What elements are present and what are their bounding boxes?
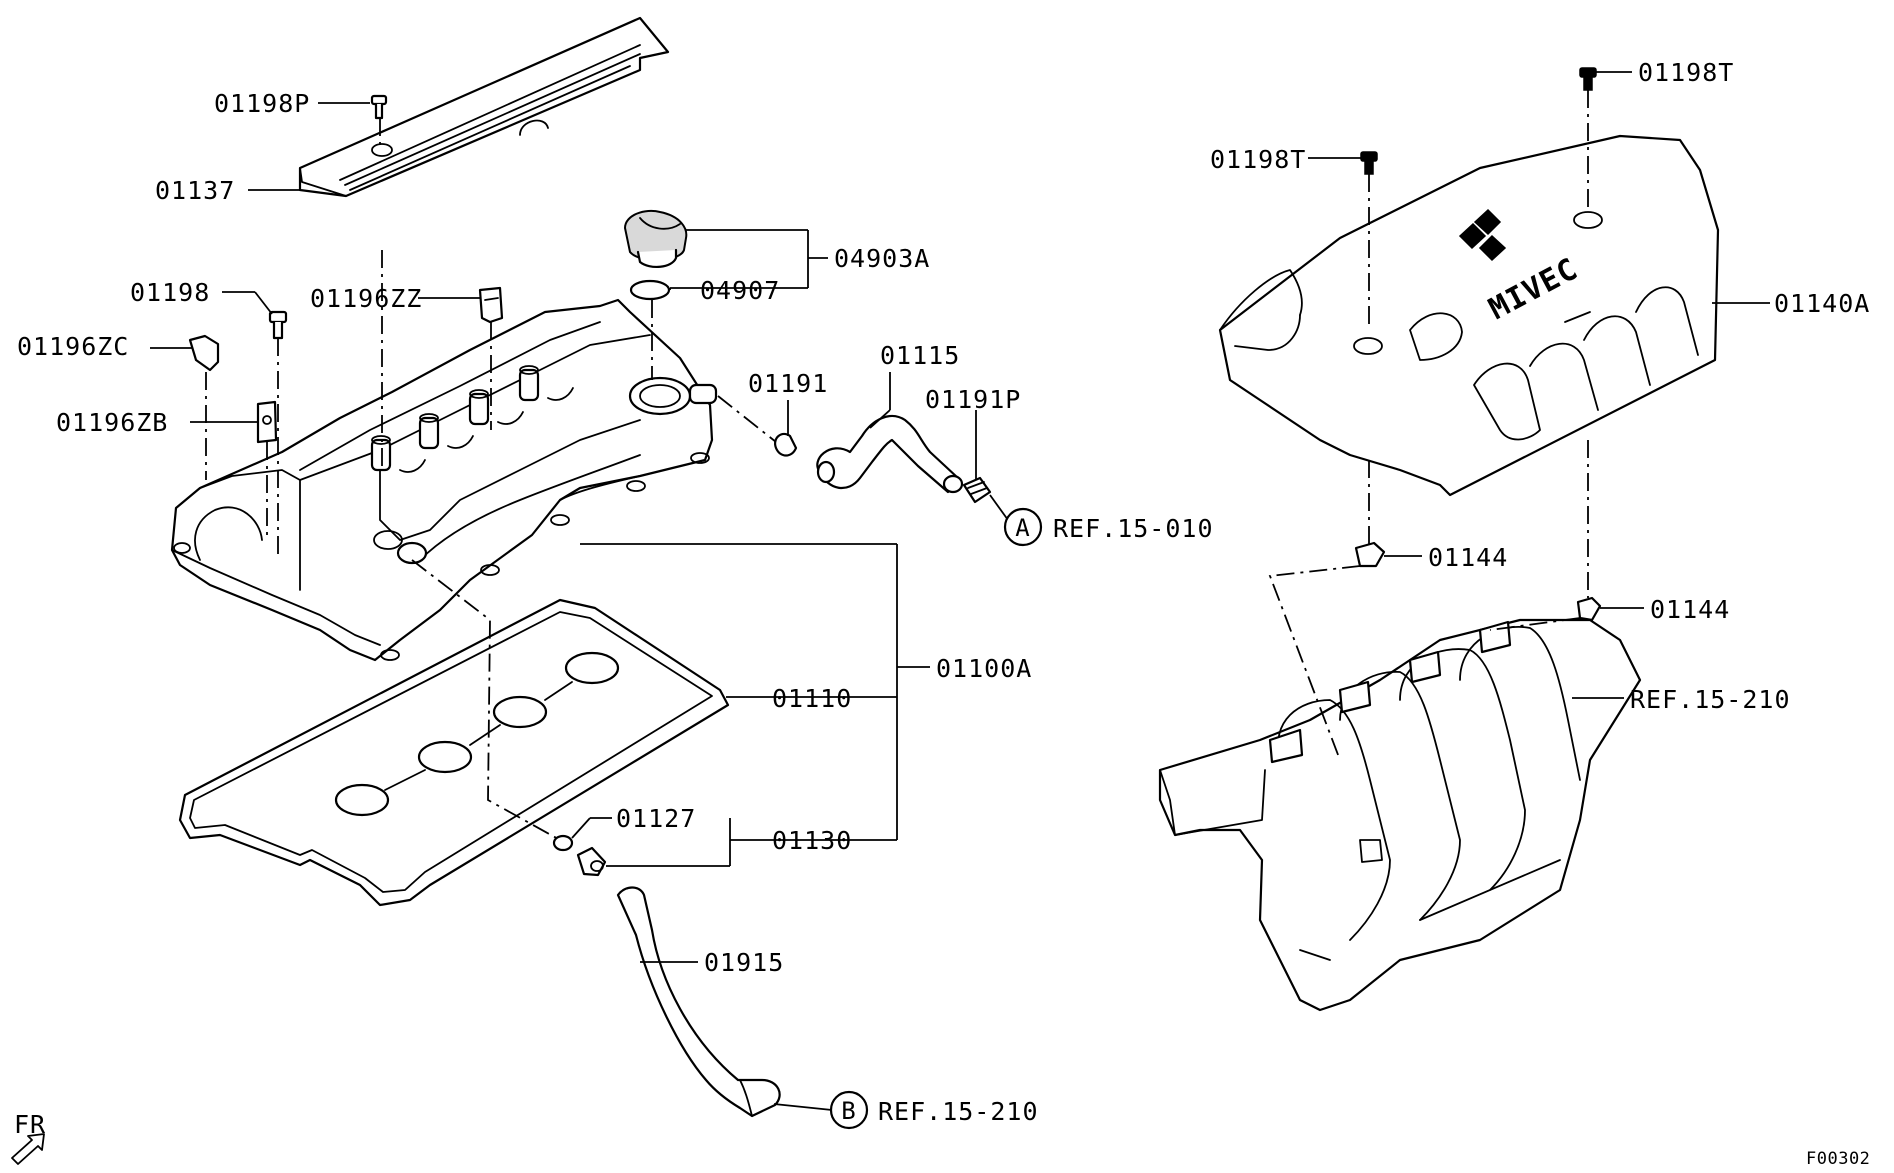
callout-a: A — [1003, 507, 1043, 547]
grommet-01144-lower — [1576, 596, 1602, 622]
label-01196ZC: 01196ZC — [17, 332, 129, 361]
pcv-hose-01115 — [816, 414, 964, 494]
engine-top-cover: MIVEC — [1218, 134, 1720, 497]
clip-01196ZZ — [478, 286, 504, 324]
label-ref-15-210-manifold: REF.15-210 — [1630, 685, 1791, 714]
label-01144-upper: 01144 — [1428, 543, 1508, 572]
valve-cover-gasket — [178, 598, 730, 907]
svg-text:A: A — [1015, 514, 1030, 542]
label-01198T-left: 01198T — [1210, 145, 1306, 174]
bolt-01198P — [370, 94, 388, 120]
valve-cover — [170, 298, 718, 662]
cap-gasket — [629, 279, 671, 301]
intake-manifold — [1158, 618, 1642, 1012]
front-indicator: FR — [11, 1110, 45, 1165]
svg-text:B: B — [841, 1097, 856, 1125]
label-01137: 01137 — [155, 176, 235, 205]
label-01110: 01110 — [772, 684, 852, 713]
label-01115: 01115 — [880, 341, 960, 370]
grommet-01144-upper — [1354, 541, 1386, 568]
figure-code: F00302 — [1806, 1149, 1870, 1169]
label-01100A: 01100A — [936, 654, 1032, 683]
label-04907: 04907 — [700, 276, 780, 305]
pcv-valve-oring — [552, 834, 574, 852]
label-04903A: 04903A — [834, 244, 930, 273]
label-01127: 01127 — [616, 804, 696, 833]
label-01198T-right: 01198T — [1638, 58, 1734, 87]
pcv-hose-01915 — [616, 886, 781, 1118]
clip-01196ZB — [256, 400, 278, 444]
clip-01196ZC — [188, 334, 220, 372]
pcv-clamp-01191P — [962, 476, 992, 504]
label-01191: 01191 — [748, 369, 828, 398]
assembly-lines — [205, 90, 1589, 841]
label-01915: 01915 — [704, 948, 784, 977]
label-ref-15-010: REF.15-010 — [1053, 514, 1214, 543]
bolt-01198T-left — [1360, 151, 1378, 175]
engine-cover-strip — [298, 16, 670, 198]
bolt-01198 — [268, 310, 288, 340]
pcv-valve — [576, 846, 607, 877]
label-01130: 01130 — [772, 826, 852, 855]
bolt-01198T-right — [1579, 67, 1597, 91]
label-01198: 01198 — [130, 278, 210, 307]
callout-b: B — [829, 1090, 869, 1130]
pcv-clamp-01191 — [774, 432, 798, 457]
label-ref-15-210-hose: REF.15-210 — [878, 1097, 1039, 1126]
leader-lines — [150, 71, 1770, 1111]
label-01140A: 01140A — [1774, 289, 1870, 318]
oil-filler-cap — [623, 209, 688, 268]
label-01196ZB: 01196ZB — [56, 408, 168, 437]
label-01191P: 01191P — [925, 385, 1021, 414]
label-01144-lower: 01144 — [1650, 595, 1730, 624]
label-01196ZZ: 01196ZZ — [310, 284, 422, 313]
label-01198P: 01198P — [214, 89, 310, 118]
